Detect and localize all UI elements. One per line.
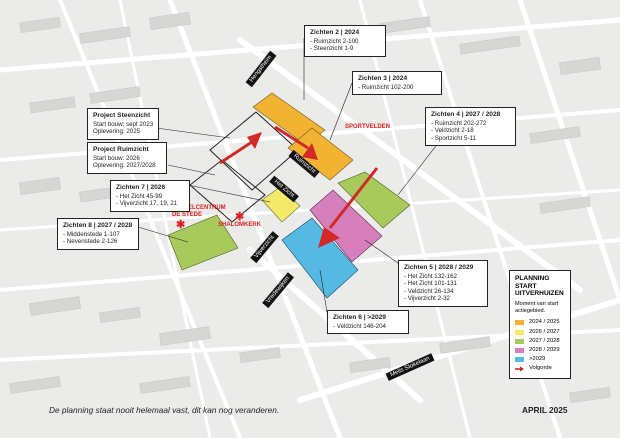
- arrow-zichten4-head: [318, 227, 340, 248]
- legend-item-label: 2024 / 2025: [529, 319, 560, 326]
- legend-item: >2029: [515, 355, 565, 364]
- callout-zichten6: Zichten 6 | >2029 - Veldzicht 146-204: [327, 310, 409, 335]
- callout-project-ruimzicht: Project Ruimzicht Start bouw: 2026 Oplev…: [87, 142, 167, 174]
- arrow-ruimzicht: [274, 125, 309, 150]
- callout-line: - Sportzicht 5-11: [431, 134, 476, 142]
- arrow-steenzicht-head: [247, 132, 262, 149]
- legend-title-line2: UITVERHUIZEN: [515, 290, 564, 298]
- poi-sportvelden: SPORTVELDEN: [345, 124, 391, 130]
- legend-swatch: [515, 320, 524, 326]
- footer-date: APRIL 2025: [522, 405, 568, 415]
- callout-zichten5: Zichten 5 | 2028 / 2029 - Het Zicht 132-…: [398, 260, 488, 307]
- legend-arrow-label: Volgorde: [529, 365, 552, 372]
- callout-project-steenzicht: Project Steenzicht Start bouw: sept 2023…: [87, 108, 159, 140]
- callout-line: - Steenzicht 1-9: [310, 45, 354, 53]
- callout-zichten3: Zichten 3 | 2024 - Ruimzicht 102-200: [352, 71, 442, 96]
- legend-item: 2027 / 2028: [515, 337, 565, 346]
- callout-line: - Ruimzicht 102-200: [358, 83, 414, 91]
- arrow-right-icon: [515, 366, 524, 372]
- background-buildings: [9, 11, 611, 404]
- callout-zichten7: Zichten 7 | 2026 - Het Zicht 45-99 - Vij…: [110, 180, 190, 212]
- poi-shalomkerk: SHALOMKERK: [218, 222, 261, 228]
- legend-swatch: [515, 338, 524, 344]
- legend-item-arrow: Volgorde: [515, 364, 565, 373]
- callout-zichten4: Zichten 4 | 2027 / 2028 - Ruimzicht 202-…: [425, 107, 516, 147]
- legend-item-label: >2029: [529, 356, 546, 363]
- legend-subtitle-line2: actiegebied.: [515, 307, 546, 314]
- callout-title: Zichten 5 | 2028 / 2029: [404, 264, 474, 271]
- callout-zichten8: Zichten 8 | 2027 / 2028 - Middenstede 1-…: [57, 218, 139, 250]
- poi-winkelcentrum-marker-icon: ✱: [176, 219, 186, 231]
- legend-item: 2024 / 2025: [515, 318, 565, 327]
- callout-line: - Vijverzicht 2-32: [404, 295, 450, 303]
- callout-line: - Nevenstede 2-126: [63, 238, 118, 246]
- callout-line: - Het Zicht 132-162: [404, 272, 457, 280]
- callout-title: Zichten 3 | 2024: [358, 75, 408, 82]
- callout-line: - Veldzicht 2-18: [431, 127, 474, 135]
- arrow-ruimzicht-head: [302, 143, 318, 160]
- callout-line: - Middenstede 1-107: [63, 230, 120, 238]
- legend-swatch: [515, 348, 524, 354]
- callout-line: Start bouw: 2026: [93, 154, 140, 162]
- callout-line: - Het Zicht 101-131: [404, 280, 457, 288]
- callout-line: - Ruimzicht 2-100: [310, 37, 359, 45]
- legend-subtitle-line1: Moment van start: [515, 300, 559, 307]
- sequence-arrows: [219, 125, 379, 248]
- legend: PLANNING START UITVERHUIZEN Moment van s…: [509, 270, 571, 379]
- area-zichten4[interactable]: [337, 171, 411, 229]
- poi-winkelcentrum-line2: DE STEDE: [172, 212, 203, 218]
- callout-line: - Ruimzicht 202-272: [431, 119, 487, 127]
- callout-title: Zichten 4 | 2027 / 2028: [431, 111, 501, 118]
- legend-item: 2026 / 2027: [515, 328, 565, 337]
- legend-title-line1: PLANNING START: [515, 275, 550, 290]
- callout-line: Oplevering: 2027/2028: [93, 162, 156, 170]
- callout-line: Start bouw: sept 2023: [93, 120, 154, 128]
- callout-title: Project Ruimzicht: [93, 146, 149, 153]
- callout-title: Zichten 6 | >2029: [333, 314, 386, 321]
- legend-item-label: 2028 / 2029: [529, 346, 560, 353]
- callout-line: - Het Zicht 45-99: [116, 192, 163, 200]
- callout-line: - Vijverzicht 17, 19, 21: [116, 200, 178, 208]
- area-zichten7[interactable]: [261, 186, 301, 223]
- poi-shalomkerk-marker-icon: ✱: [235, 211, 245, 223]
- footer-note: De planning staat nooit helemaal vast, d…: [49, 405, 280, 415]
- legend-swatch: [515, 329, 524, 335]
- legend-swatch: [515, 357, 524, 363]
- poi-winkelcentrum-line1: WINKELCENTRUM: [172, 205, 226, 211]
- area-zichten8[interactable]: [167, 214, 239, 271]
- callout-line: - Veldzicht 26-134: [404, 287, 454, 295]
- arrow-steenzicht: [219, 138, 256, 165]
- legend-item: 2028 / 2029: [515, 346, 565, 355]
- callout-title: Zichten 7 | 2026: [116, 184, 166, 191]
- callout-line: Oplevering: 2025: [93, 128, 141, 136]
- callout-line: - Veldzicht 146-204: [333, 322, 386, 330]
- area-zichten6[interactable]: [281, 217, 359, 299]
- callout-title: Zichten 2 | 2024: [310, 29, 360, 36]
- callout-zichten2: Zichten 2 | 2024 - Ruimzicht 2-100 - Ste…: [304, 25, 386, 57]
- arrow-zichten4: [328, 167, 379, 229]
- legend-item-label: 2027 / 2028: [529, 337, 560, 344]
- callout-title: Project Steenzicht: [93, 112, 151, 119]
- legend-item-label: 2026 / 2027: [529, 328, 560, 335]
- callout-title: Zichten 8 | 2027 / 2028: [63, 222, 133, 229]
- area-zichten5[interactable]: [309, 189, 383, 263]
- project-ruimzicht-outline: [189, 159, 266, 223]
